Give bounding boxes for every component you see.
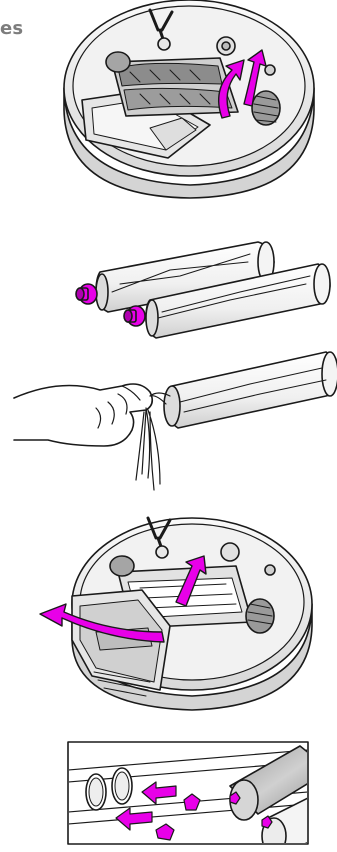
brush-cage-cleaning-detail-icon — [67, 741, 309, 845]
hand-pulling-hair-from-brush-icon — [13, 351, 337, 491]
roller-brushes-bearings-removed-icon — [75, 241, 331, 339]
heading-fragment: es — [0, 18, 24, 39]
robot-underside-roller-lift-icon — [63, 0, 315, 199]
robot-remove-debris-bin-icon — [39, 516, 313, 711]
